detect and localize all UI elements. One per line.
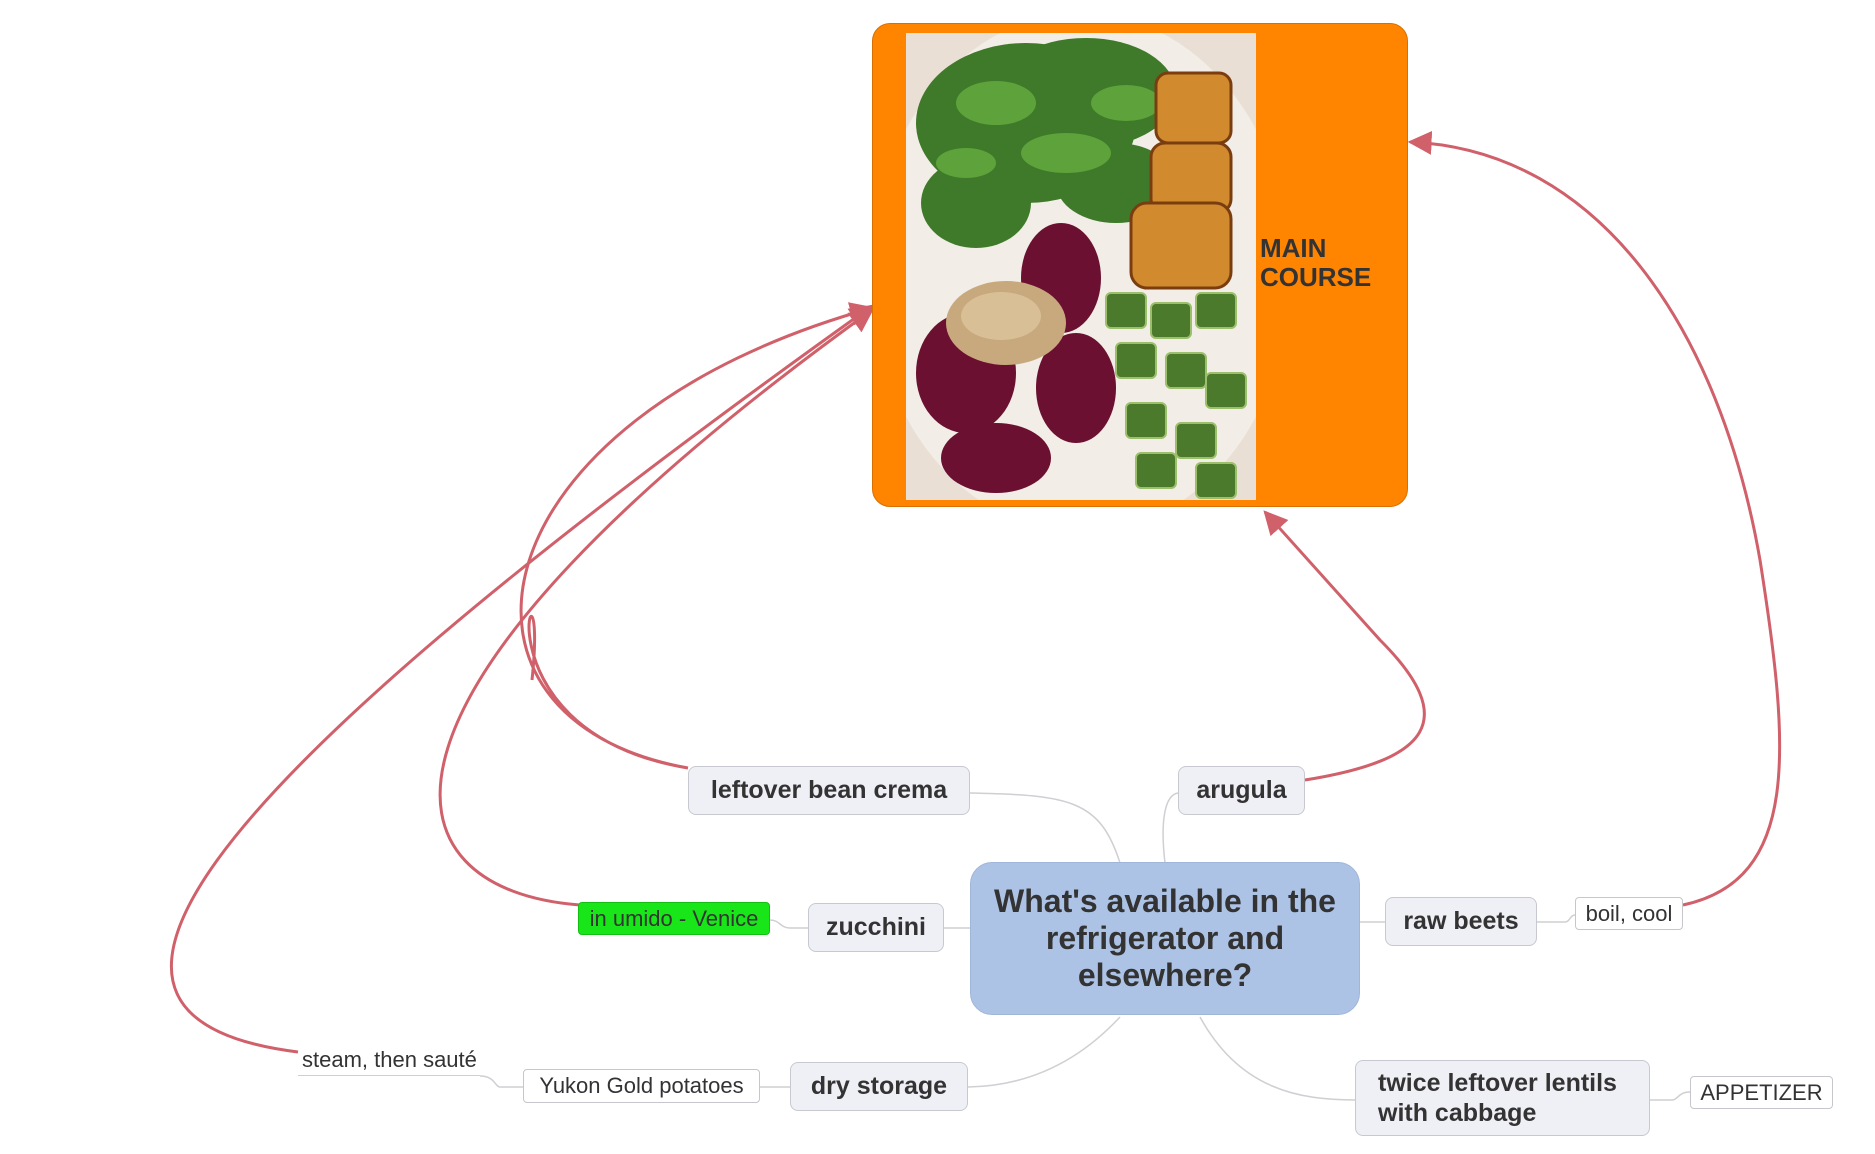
- subtopic-boil-cool[interactable]: boil, cool: [1575, 897, 1683, 930]
- topic-dry-storage[interactable]: dry storage: [790, 1062, 968, 1111]
- branch-lines: [479, 792, 1691, 1101]
- relationship-arrow: [438, 308, 874, 907]
- topic-label: leftover bean crema: [710, 776, 948, 804]
- branch-line: [969, 792, 1121, 864]
- subtopic-yukon-gold-potatoes[interactable]: Yukon Gold potatoes: [523, 1069, 760, 1103]
- subtopic-label: boil, cool: [1585, 900, 1673, 926]
- topic-leftover-bean-crema[interactable]: leftover bean crema: [688, 766, 970, 815]
- topic-label: dry storage: [810, 1072, 948, 1100]
- topic-label: zucchini: [825, 913, 926, 941]
- branch-line: [1199, 1016, 1356, 1101]
- relationship-arrow: [1407, 130, 1782, 907]
- subtopic-steam-then-saute[interactable]: steam, then sauté: [298, 1044, 480, 1076]
- subtopic-in-umido-venice[interactable]: in umido - Venice: [578, 902, 770, 935]
- branch-line: [1537, 914, 1576, 923]
- topic-raw-beets[interactable]: raw beets: [1385, 897, 1537, 946]
- topic-label: raw beets: [1403, 907, 1519, 935]
- main-course-topic[interactable]: MAIN COURSE: [872, 23, 1408, 507]
- branch-line: [1162, 792, 1179, 864]
- relationship-arrow: [519, 308, 872, 770]
- topic-zucchini[interactable]: zucchini: [808, 903, 944, 952]
- relationship-arrow: [1263, 510, 1426, 782]
- branch-line: [769, 919, 808, 929]
- relationship-lines: [169, 130, 1782, 1054]
- subtopic-label: APPETIZER: [1700, 1079, 1823, 1105]
- salad-plate-photo: [906, 33, 1256, 500]
- subtopic-appetizer[interactable]: APPETIZER: [1690, 1076, 1833, 1109]
- central-topic-text: What's available in the refrigerator and…: [994, 883, 1336, 993]
- subtopic-label: steam, then sauté: [302, 1046, 477, 1072]
- subtopic-label: in umido - Venice: [589, 905, 759, 931]
- branch-line: [967, 1016, 1121, 1088]
- topic-arugula[interactable]: arugula: [1178, 766, 1305, 815]
- subtopic-label: Yukon Gold potatoes: [539, 1073, 744, 1098]
- relationship-arrow: [169, 304, 874, 1054]
- central-topic[interactable]: What's available in the refrigerator and…: [970, 862, 1360, 1015]
- topic-twice-leftover-lentils[interactable]: twice leftover lentils with cabbage: [1355, 1060, 1650, 1136]
- branch-line: [1650, 1091, 1691, 1101]
- topic-label: arugula: [1196, 776, 1287, 804]
- branch-line: [479, 1075, 523, 1088]
- topic-label: twice leftover lentils with cabbage: [1378, 1069, 1617, 1127]
- main-course-label: MAIN COURSE: [1260, 233, 1372, 292]
